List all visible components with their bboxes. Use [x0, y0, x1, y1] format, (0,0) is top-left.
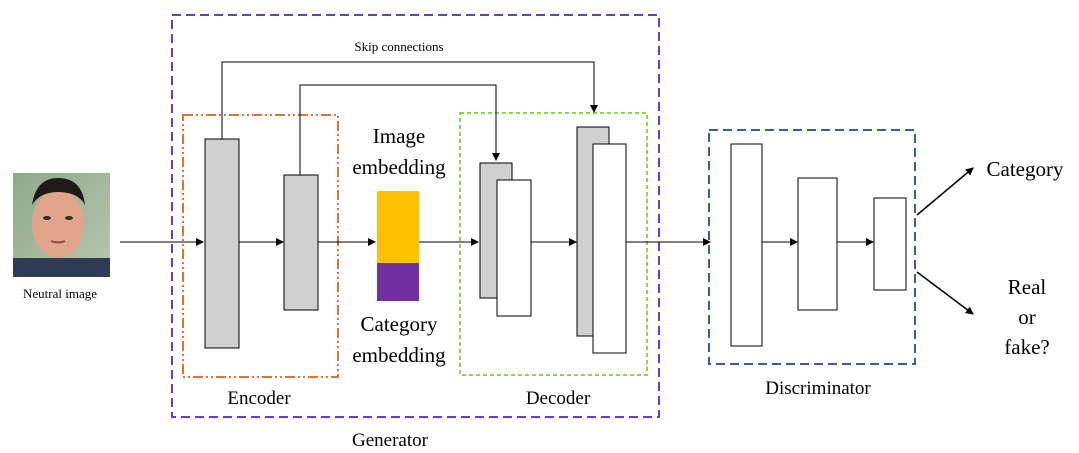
output-arrow-real-fake — [916, 271, 974, 315]
skip-connection-inner — [299, 84, 500, 175]
output-real-label-line3: fake? — [1004, 335, 1049, 359]
encoder-layer-1 — [204, 138, 240, 349]
skip-connections-label: Skip connections — [354, 39, 443, 54]
encoder-layer-2 — [283, 174, 319, 311]
encoder-box — [182, 114, 339, 378]
decoder-layer-2 — [592, 143, 627, 354]
output-arrow-category — [916, 167, 974, 216]
decoder-layer-1 — [496, 179, 532, 317]
generator-label: Generator — [352, 430, 429, 451]
encoder-label: Encoder — [227, 388, 291, 409]
category-embedding-label-line2: embedding — [352, 343, 446, 367]
discriminator-layer-2 — [797, 177, 838, 311]
image-embedding-block — [377, 191, 419, 263]
output-category-label: Category — [987, 157, 1064, 181]
face-photo-icon — [13, 173, 110, 277]
discriminator-box — [708, 129, 916, 365]
output-real-label-line2: or — [1018, 305, 1036, 329]
category-embedding-block — [377, 263, 419, 301]
discriminator-label: Discriminator — [765, 378, 871, 399]
output-real-label-line1: Real — [1008, 275, 1047, 299]
skip-connection-outer — [221, 61, 598, 139]
category-embedding-label-line1: Category — [361, 312, 438, 336]
discriminator-layer-1 — [730, 143, 763, 347]
image-embedding-label-line1: Image — [373, 124, 425, 148]
discriminator-layer-3 — [873, 197, 907, 291]
decoder-box — [459, 112, 648, 376]
neutral-image-label: Neutral image — [23, 286, 97, 301]
decoder-label: Decoder — [526, 388, 591, 409]
generator-box — [171, 14, 660, 418]
image-embedding-label-line2: embedding — [352, 155, 446, 179]
